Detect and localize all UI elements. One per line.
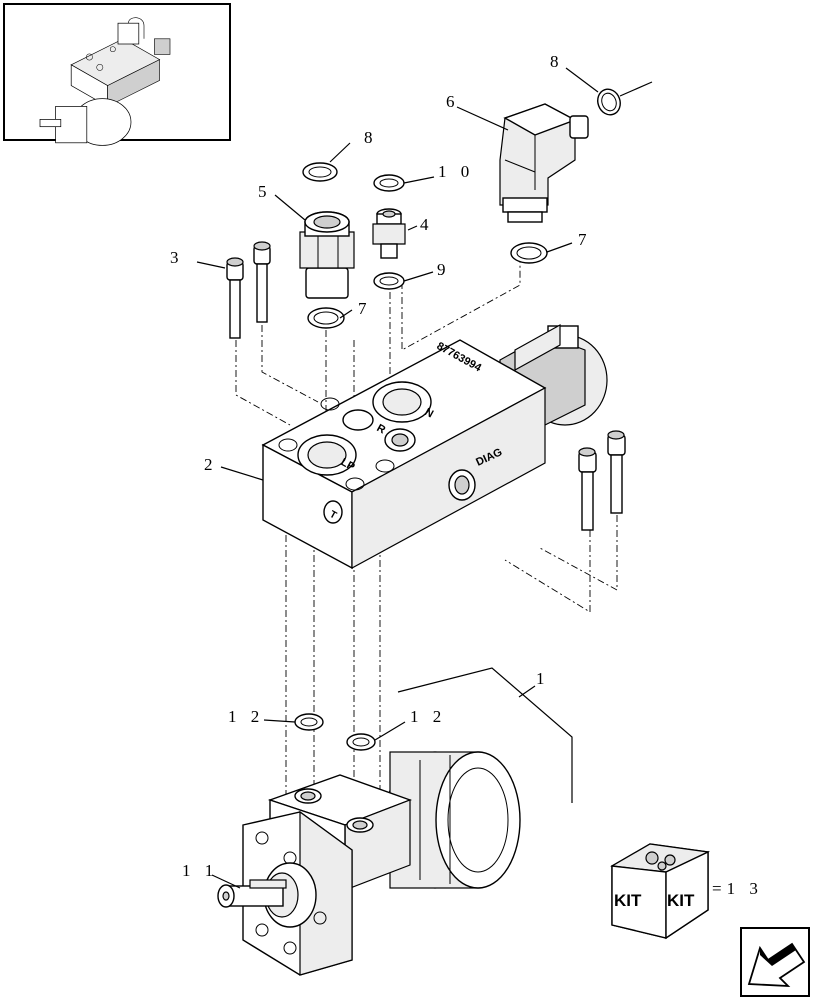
o-ring-part-7-right[interactable] bbox=[510, 242, 548, 264]
cap-screw-pair-right[interactable] bbox=[578, 430, 626, 531]
port-t-marking: T bbox=[328, 509, 339, 522]
callout-1: 1 bbox=[536, 669, 550, 688]
callout-7-left: 7 bbox=[358, 299, 372, 318]
callout-7-right: 7 bbox=[578, 230, 592, 249]
callout-9: 9 bbox=[437, 260, 451, 279]
callout-12-left: 1 2 bbox=[228, 707, 264, 726]
overview-thumbnail[interactable] bbox=[3, 3, 231, 146]
callout-4: 4 bbox=[420, 215, 434, 234]
o-ring-part-10[interactable] bbox=[373, 174, 405, 192]
callout-2: 2 bbox=[204, 455, 218, 474]
leader-lines bbox=[196, 67, 653, 889]
callout-5: 5 bbox=[258, 182, 272, 201]
valve-block-part-2[interactable]: 87763994 DIAG N R LP T bbox=[261, 323, 608, 570]
arrow-back-icon[interactable] bbox=[740, 927, 810, 997]
hydraulic-motor-part-11[interactable] bbox=[217, 751, 521, 976]
o-ring-part-8-upper[interactable] bbox=[594, 86, 624, 118]
kit-label-left: KIT bbox=[614, 891, 642, 910]
o-ring-part-7-left[interactable] bbox=[307, 307, 345, 329]
alignment-lines bbox=[235, 250, 618, 830]
callout-12-right: 1 2 bbox=[410, 707, 446, 726]
callout-labels: 8 6 8 1 0 5 4 3 7 9 7 2 1 1 2 1 2 1 1 bbox=[170, 52, 592, 880]
o-ring-part-12-left[interactable] bbox=[294, 713, 324, 731]
elbow-fitting-part-6[interactable] bbox=[499, 103, 589, 223]
callout-10: 1 0 bbox=[438, 162, 474, 181]
callout-6: 6 bbox=[446, 92, 460, 111]
callout-8: 8 bbox=[364, 128, 378, 147]
fitting-part-5[interactable] bbox=[299, 211, 355, 299]
kit-label-right: KIT bbox=[667, 891, 695, 910]
cap-screw-part-3[interactable] bbox=[226, 241, 271, 339]
callout-3: 3 bbox=[170, 248, 184, 267]
kit-callout: =1 3 bbox=[712, 879, 763, 898]
callout-8-upper: 8 bbox=[550, 52, 564, 71]
o-ring-part-9[interactable] bbox=[373, 272, 405, 290]
o-ring-part-12-right[interactable] bbox=[346, 733, 376, 751]
kit-box-icon[interactable]: KIT KIT bbox=[610, 843, 711, 940]
fitting-part-4[interactable] bbox=[372, 208, 406, 259]
port-lp-marking: LP bbox=[339, 456, 357, 473]
callout-11: 1 1 bbox=[182, 861, 218, 880]
o-ring-part-8[interactable] bbox=[302, 162, 338, 182]
